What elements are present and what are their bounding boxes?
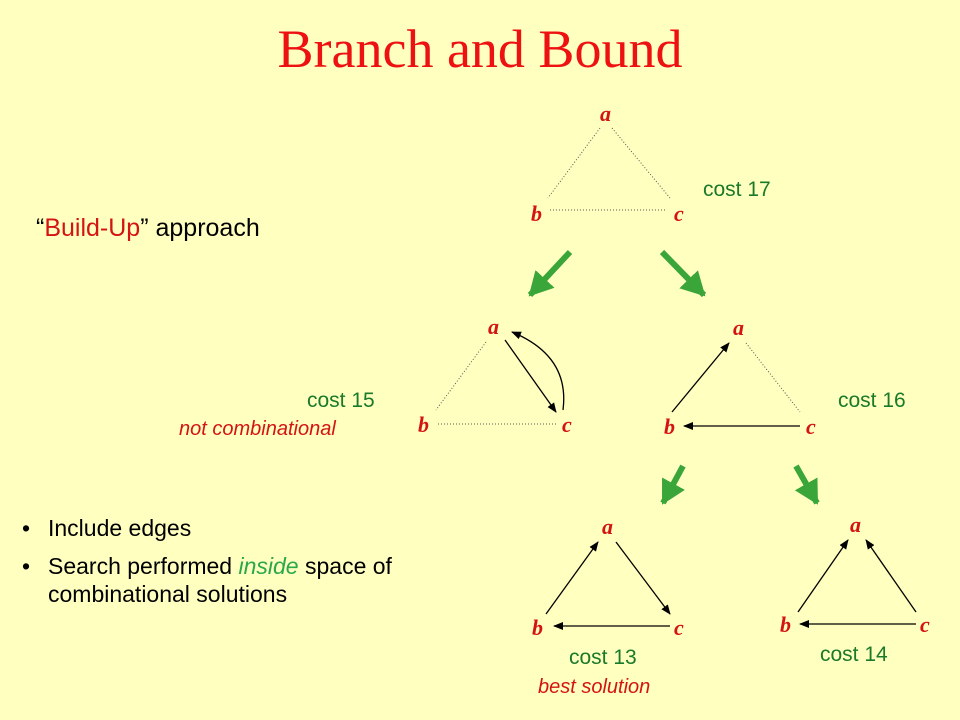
edge-ab-dotted bbox=[547, 127, 601, 199]
approach-label: “Build-Up” approach bbox=[36, 214, 260, 243]
cost-label: cost 15 bbox=[307, 389, 375, 412]
state-left: a b c cost 15 not combinational bbox=[179, 314, 572, 440]
node-a: a bbox=[850, 512, 861, 537]
edge-ba-arrow bbox=[545, 541, 599, 615]
cost-label: cost 16 bbox=[838, 389, 906, 412]
approach-rest: approach bbox=[148, 214, 260, 242]
bullet-icon: • bbox=[22, 515, 31, 541]
edge-ac-arrow bbox=[615, 541, 671, 615]
node-b: b bbox=[780, 612, 791, 637]
bullet-icon: • bbox=[22, 553, 31, 579]
cost-label: cost 14 bbox=[820, 643, 888, 666]
node-c: c bbox=[674, 201, 684, 226]
node-b: b bbox=[531, 201, 542, 226]
not-combinational-note: not combinational bbox=[179, 418, 336, 440]
edge-ac-arrow bbox=[504, 339, 557, 413]
node-b: b bbox=[532, 615, 543, 640]
node-b: b bbox=[664, 414, 675, 439]
state-right: a b c cost 16 bbox=[664, 315, 906, 439]
edge-ac-dotted bbox=[745, 342, 801, 413]
edge-ca-arrow bbox=[865, 539, 917, 613]
build-up-highlight: Build-Up bbox=[44, 214, 141, 242]
bullet-search-inside: •Search performed inside space of combin… bbox=[22, 553, 392, 607]
node-a: a bbox=[488, 314, 499, 339]
best-solution-note: best solution bbox=[538, 676, 650, 698]
arrow-down-icon bbox=[659, 249, 707, 298]
node-c: c bbox=[806, 414, 816, 439]
node-c: c bbox=[562, 412, 572, 437]
node-c: c bbox=[674, 615, 684, 640]
edge-ba-arrow bbox=[797, 539, 849, 613]
state-rr: a b c cost 14 bbox=[780, 512, 930, 666]
node-b: b bbox=[418, 412, 429, 437]
edge-ba-arrow bbox=[671, 342, 730, 413]
bullet-include-edges: •Include edges bbox=[22, 515, 192, 541]
node-a: a bbox=[602, 514, 613, 539]
node-c: c bbox=[920, 612, 930, 637]
node-a: a bbox=[600, 101, 611, 126]
arrow-down-icon bbox=[527, 249, 573, 298]
state-best-solution: a b c cost 13 best solution bbox=[532, 514, 684, 698]
close-quote: ” bbox=[140, 214, 149, 242]
node-a: a bbox=[733, 315, 744, 340]
state-root: a b c cost 17 bbox=[531, 101, 771, 226]
cost-label: cost 13 bbox=[569, 646, 637, 669]
edge-ab-dotted bbox=[435, 341, 487, 411]
edge-ca-arrow bbox=[511, 331, 565, 411]
arrow-down-icon bbox=[793, 464, 820, 505]
bullet-list: •Include edges •Search performed inside … bbox=[22, 514, 472, 618]
edge-ac-dotted bbox=[611, 127, 671, 199]
inside-highlight: inside bbox=[238, 553, 299, 579]
arrow-down-icon bbox=[660, 464, 686, 505]
cost-label: cost 17 bbox=[703, 178, 771, 201]
open-quote: “ bbox=[36, 214, 45, 242]
page-title: Branch and Bound bbox=[277, 19, 683, 79]
